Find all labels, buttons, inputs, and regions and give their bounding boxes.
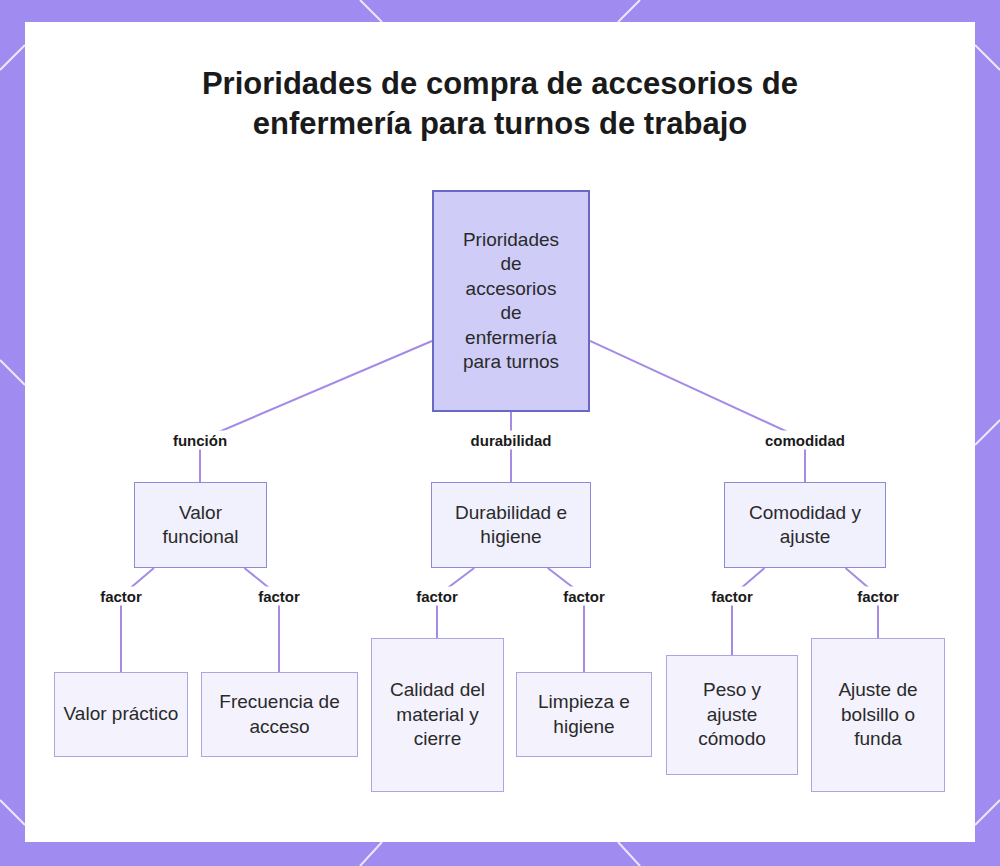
category-box: Frecuencia de acceso — [201, 672, 358, 757]
connector-line — [732, 568, 765, 655]
edge-label: factor — [413, 587, 461, 606]
node-label: Limpieza e higiene — [525, 690, 643, 739]
category-box: Peso y ajuste cómodo — [666, 655, 798, 775]
node-label: Prioridades de accesorios de enfermería … — [455, 228, 567, 375]
root-box: Prioridades de accesorios de enfermería … — [432, 190, 590, 412]
node-label: Calidad del material y cierre — [380, 678, 495, 752]
edge-label: comodidad — [762, 431, 848, 450]
node-label: Valor funcional — [143, 501, 258, 550]
category-box: Calidad del material y cierre — [371, 638, 504, 792]
category-box: Valor funcional — [134, 482, 267, 568]
connector-line — [244, 568, 279, 672]
node-label: Comodidad y ajuste — [733, 501, 877, 550]
category-box: Durabilidad e higiene — [431, 482, 591, 568]
node-label: Peso y ajuste cómodo — [675, 678, 789, 752]
connector-line — [121, 568, 154, 672]
node-label: Valor práctico — [64, 702, 179, 727]
category-box: Ajuste de bolsillo o funda — [811, 638, 945, 792]
node-label: Frecuencia de acceso — [210, 690, 349, 739]
edge-label: factor — [255, 587, 303, 606]
connector-line — [548, 568, 584, 672]
connector-line — [200, 341, 432, 482]
title-wrap: Prioridades de compra de accesorios de e… — [0, 64, 1000, 144]
edge-label: durabilidad — [468, 431, 555, 450]
edge-label: factor — [560, 587, 608, 606]
edge-label: función — [170, 431, 230, 450]
edge-label: factor — [97, 587, 145, 606]
category-box: Comodidad y ajuste — [724, 482, 886, 568]
category-box: Valor práctico — [54, 672, 188, 757]
white-panel — [25, 22, 975, 842]
diagram-title: Prioridades de compra de accesorios de e… — [180, 64, 820, 144]
category-box: Limpieza e higiene — [516, 672, 652, 757]
edge-label: factor — [708, 587, 756, 606]
edge-label: factor — [854, 587, 902, 606]
node-label: Durabilidad e higiene — [440, 501, 582, 550]
connector-line — [590, 341, 805, 482]
node-label: Ajuste de bolsillo o funda — [820, 678, 936, 752]
